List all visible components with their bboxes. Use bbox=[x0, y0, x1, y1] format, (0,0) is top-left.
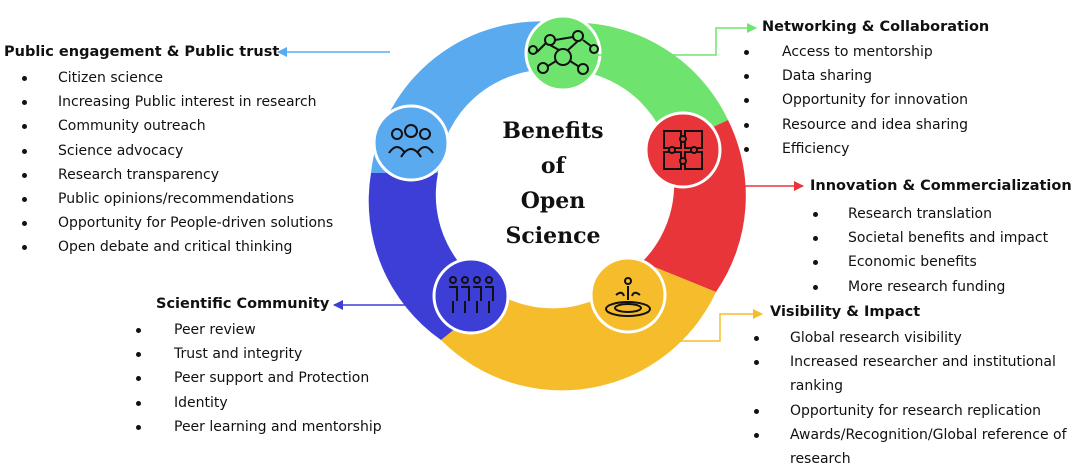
list-item: Research translation bbox=[810, 202, 1072, 226]
group-visibility: Visibility & Impact Global research visi… bbox=[754, 302, 1084, 471]
list-item: Peer review bbox=[136, 318, 382, 342]
list-item: Access to mentorship bbox=[743, 40, 989, 64]
center-title-line-1: Benefits bbox=[502, 118, 603, 144]
community-figures-icon bbox=[449, 276, 494, 313]
icon-circle-visibility bbox=[589, 256, 667, 334]
list-item: Opportunity for innovation bbox=[743, 88, 989, 112]
network-icon bbox=[528, 30, 599, 75]
list-item: Resource and idea sharing bbox=[743, 113, 989, 137]
list-item: Citizen science bbox=[4, 66, 333, 90]
list-item: Awards/Recognition/Global reference of r… bbox=[754, 423, 1084, 471]
list-item: Opportunity for research replication bbox=[754, 399, 1084, 423]
item-list-innovation: Research translation Societal benefits a… bbox=[810, 202, 1072, 299]
item-list-networking: Access to mentorship Data sharing Opport… bbox=[743, 40, 989, 161]
list-item: Efficiency bbox=[743, 137, 989, 161]
list-item: Open debate and critical thinking bbox=[4, 235, 333, 259]
list-item: Peer learning and mentorship bbox=[136, 415, 382, 439]
arrow-visibility bbox=[665, 309, 763, 342]
list-item: Identity bbox=[136, 391, 382, 415]
item-list-scientific: Peer review Trust and integrity Peer sup… bbox=[136, 318, 382, 439]
list-item: Peer support and Protection bbox=[136, 366, 382, 390]
icon-circle-networking bbox=[524, 14, 602, 92]
group-title-visibility: Visibility & Impact bbox=[770, 304, 921, 320]
list-item: Global research visibility bbox=[754, 326, 1084, 350]
group-title-scientific: Scientific Community bbox=[156, 296, 330, 312]
group-innovation: Innovation & Commercialization Research … bbox=[810, 176, 1072, 299]
ring-segment-innovation bbox=[642, 120, 746, 292]
list-item: Public opinions/recommendations bbox=[4, 187, 333, 211]
water-drop-ripple-icon bbox=[605, 277, 651, 317]
center-title: Benefits of Open Science bbox=[502, 118, 603, 249]
group-title-innovation: Innovation & Commercialization bbox=[810, 178, 1072, 194]
list-item: Increasing Public interest in research bbox=[4, 90, 333, 114]
list-item: Science advocacy bbox=[4, 139, 333, 163]
list-item: Research transparency bbox=[4, 163, 333, 187]
icon-circle-innovation bbox=[644, 111, 722, 189]
list-item: Societal benefits and impact bbox=[810, 226, 1072, 250]
list-item: Trust and integrity bbox=[136, 342, 382, 366]
center-title-line-2: of bbox=[541, 153, 567, 179]
list-item: Increased researcher and institutional r… bbox=[754, 350, 1084, 398]
group-public-engagement: Public engagement & Public trust Citizen… bbox=[4, 42, 333, 260]
list-item: Opportunity for People-driven solutions bbox=[4, 211, 333, 235]
item-list-visibility: Global research visibility Increased res… bbox=[754, 326, 1084, 471]
item-list-public: Citizen science Increasing Public intere… bbox=[4, 66, 333, 260]
list-item: Economic benefits bbox=[810, 250, 1072, 274]
list-item: Community outreach bbox=[4, 114, 333, 138]
puzzle-icon bbox=[663, 130, 703, 170]
list-item: More research funding bbox=[810, 275, 1072, 299]
group-title-networking: Networking & Collaboration bbox=[762, 19, 990, 35]
list-item: Data sharing bbox=[743, 64, 989, 88]
icon-circle-scientific bbox=[432, 257, 510, 335]
icon-circle-public bbox=[372, 104, 450, 182]
group-networking: Networking & Collaboration Access to men… bbox=[743, 17, 990, 161]
group-title-public: Public engagement & Public trust bbox=[4, 44, 280, 60]
group-scientific-community: Scientific Community Peer review Trust a… bbox=[136, 294, 382, 439]
center-title-line-3: Open bbox=[521, 188, 586, 214]
center-title-line-4: Science bbox=[505, 223, 600, 249]
arrow-networking bbox=[596, 23, 757, 56]
people-group-icon bbox=[388, 124, 434, 158]
